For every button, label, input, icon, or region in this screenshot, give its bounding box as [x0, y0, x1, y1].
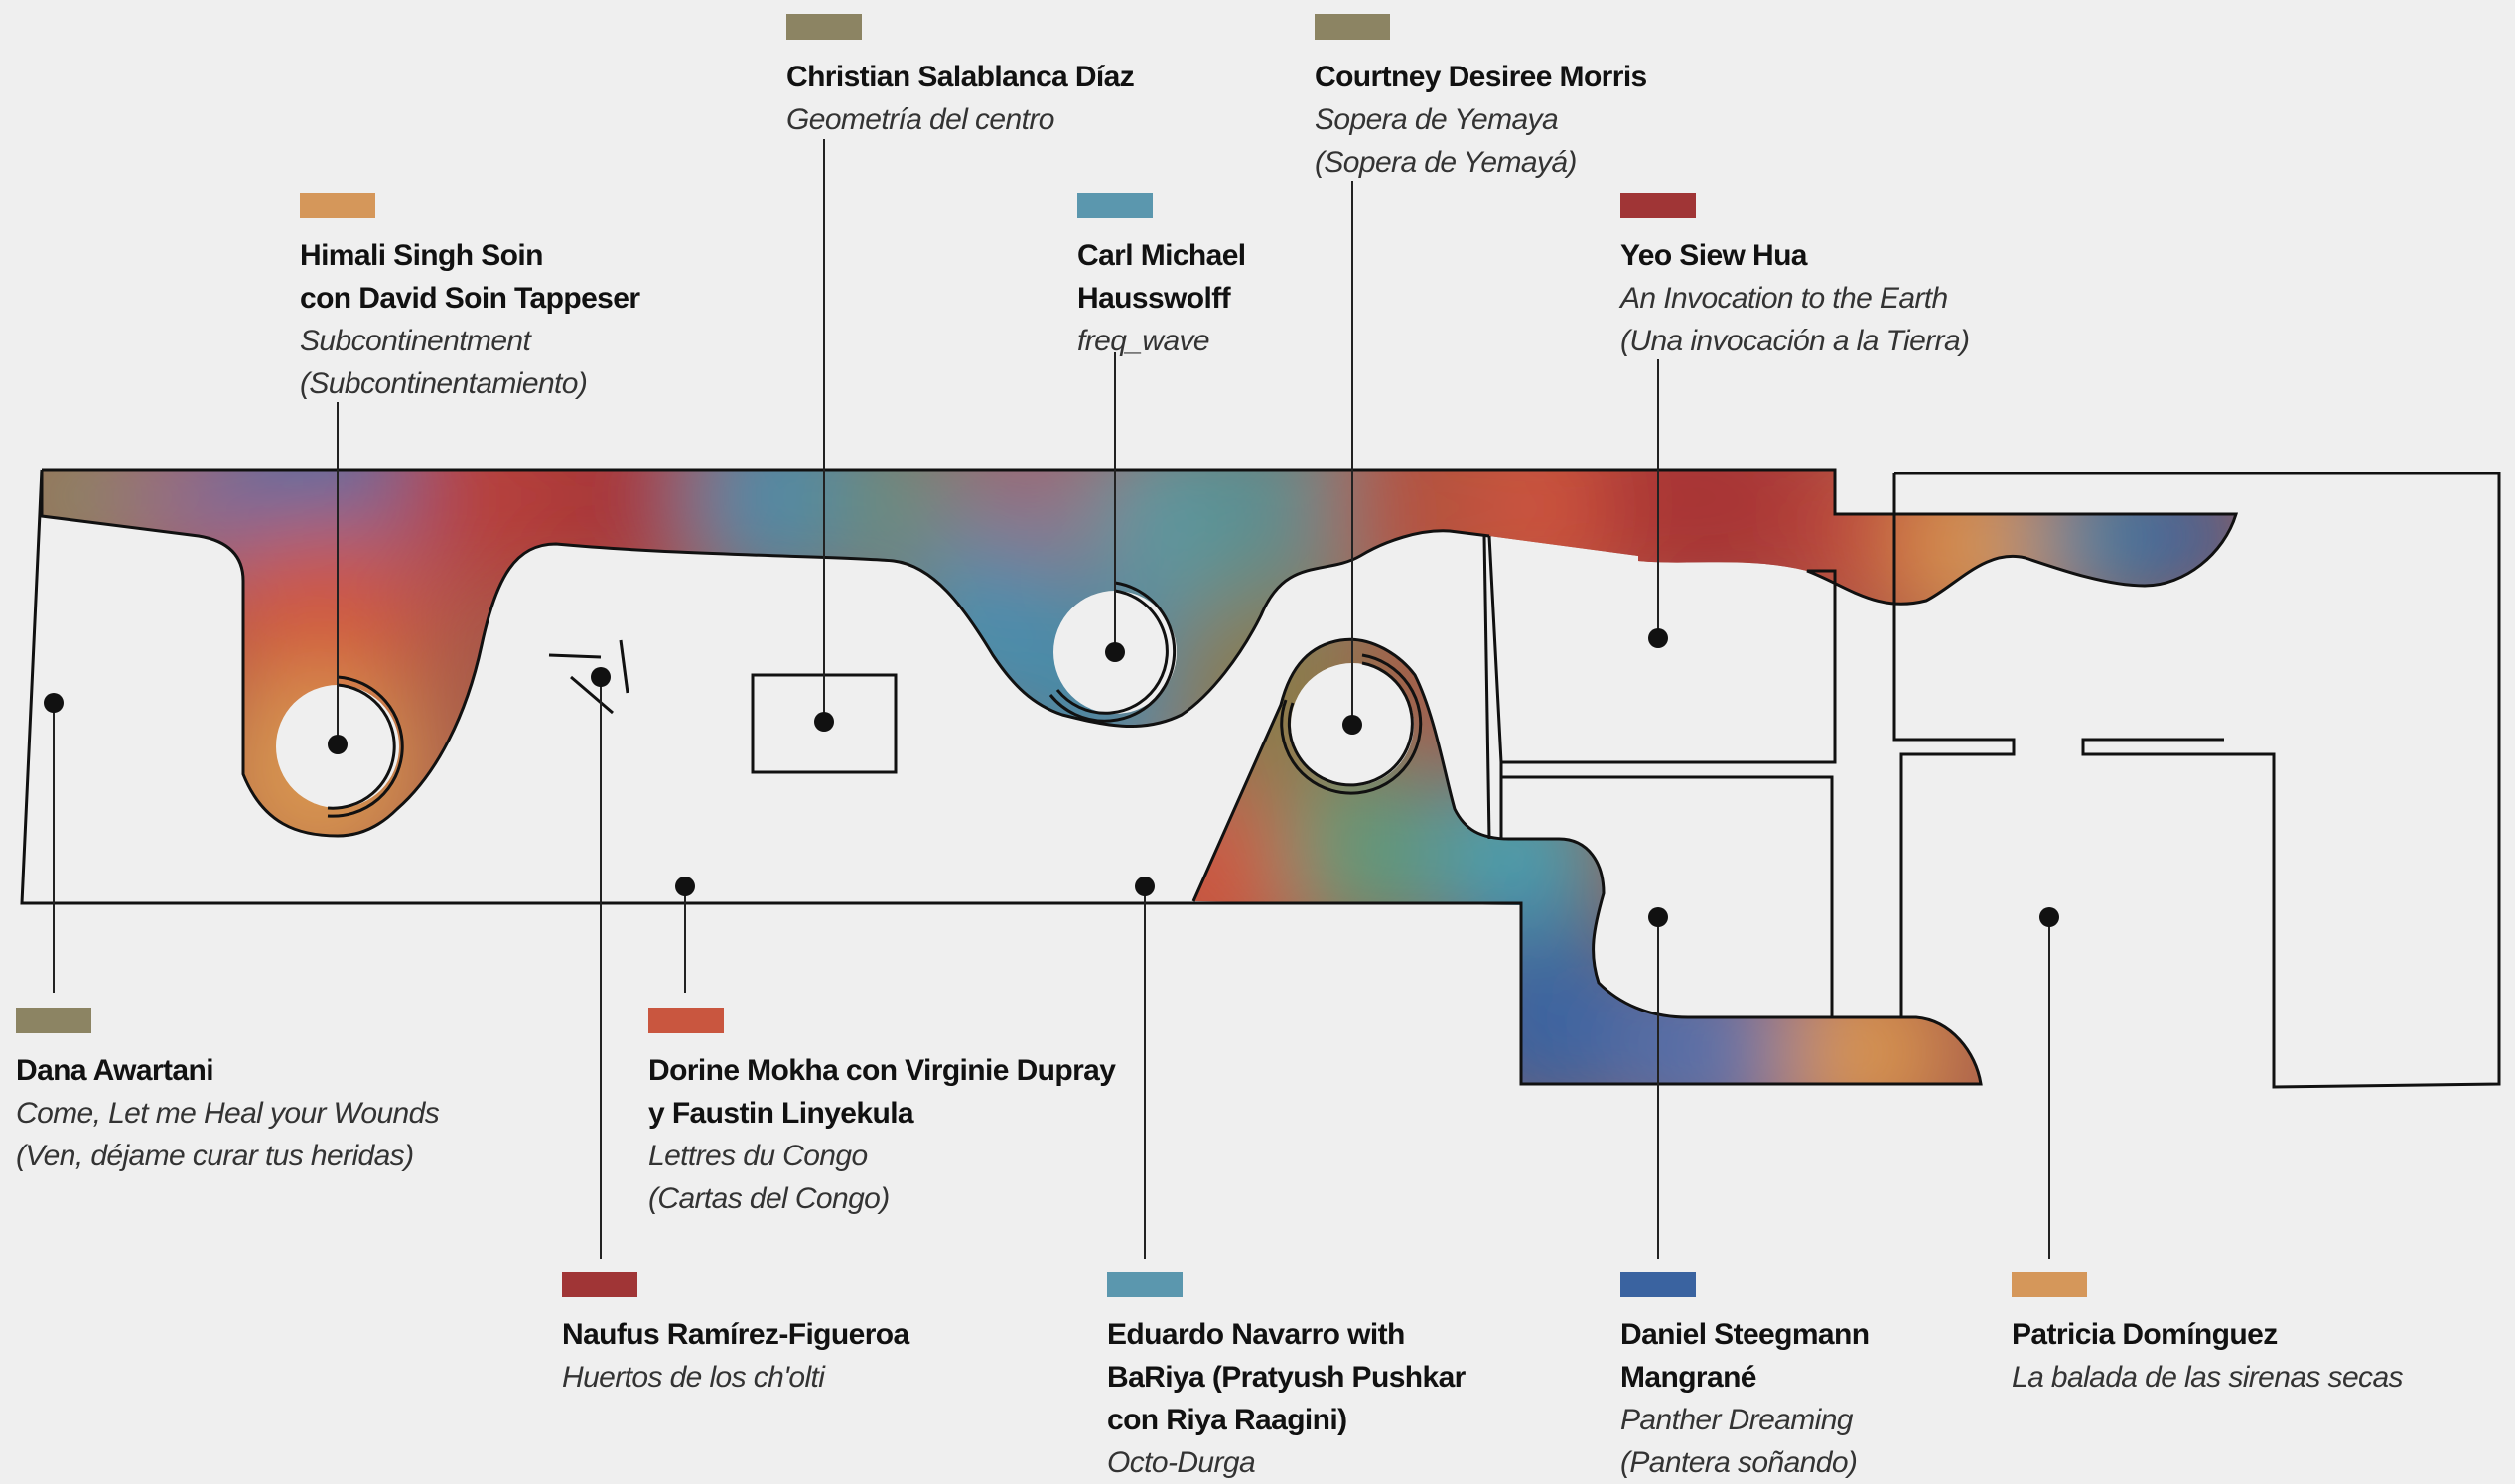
work-title: Subcontinentment (Subcontinentamiento)	[300, 325, 588, 400]
swatch-naufus	[562, 1272, 637, 1297]
artist-name: Christian Salablanca Díaz	[786, 61, 1135, 93]
work-title: Huertos de los ch'olti	[562, 1361, 825, 1394]
dot-dorine	[675, 877, 695, 896]
swatch-himali	[300, 193, 375, 218]
label-himali: Himali Singh Soin con David Soin Tappese…	[300, 193, 640, 405]
dot-dana	[44, 693, 64, 713]
swatch-eduardo	[1107, 1272, 1183, 1297]
artist-name: Courtney Desiree Morris	[1315, 61, 1647, 93]
location-dots	[44, 628, 2059, 927]
swatch-dorine	[648, 1008, 724, 1033]
dot-daniel	[1648, 907, 1668, 927]
swatch-patricia	[2012, 1272, 2087, 1297]
work-title: La balada de las sirenas secas	[2012, 1361, 2404, 1394]
dot-carl	[1105, 642, 1125, 662]
work-title: Octo-Durga	[1107, 1446, 1256, 1479]
artist-name: Dana Awartani	[16, 1054, 214, 1087]
artist-name: Carl Michael Hausswolff	[1077, 239, 1246, 315]
swatch-christian	[786, 14, 862, 40]
label-daniel: Daniel Steegmann Mangrané Panther Dreami…	[1620, 1272, 1870, 1484]
label-courtney: Courtney Desiree Morris Sopera de Yemaya…	[1315, 14, 1647, 184]
label-dorine: Dorine Mokha con Virginie Dupray y Faust…	[648, 1008, 1116, 1220]
dot-courtney	[1342, 715, 1362, 735]
work-title: Come, Let me Heal your Wounds (Ven, déja…	[16, 1097, 440, 1172]
artist-name: Dorine Mokha con Virginie Dupray y Faust…	[648, 1054, 1116, 1130]
swatch-dana	[16, 1008, 91, 1033]
label-naufus: Naufus Ramírez-Figueroa Huertos de los c…	[562, 1272, 909, 1399]
artist-name: Patricia Domínguez	[2012, 1318, 2278, 1351]
label-eduardo: Eduardo Navarro with BaRiya (Pratyush Pu…	[1107, 1272, 1466, 1484]
label-christian: Christian Salablanca Díaz Geometría del …	[786, 14, 1135, 141]
work-title: An Invocation to the Earth (Una invocaci…	[1620, 282, 1970, 357]
dot-himali	[328, 735, 348, 754]
work-title: Sopera de Yemaya (Sopera de Yemayá)	[1315, 103, 1577, 179]
swatch-courtney	[1315, 14, 1390, 40]
dot-eduardo	[1135, 877, 1155, 896]
dot-patricia	[2039, 907, 2059, 927]
label-yeo: Yeo Siew Hua An Invocation to the Earth …	[1620, 193, 1970, 362]
label-carl: Carl Michael Hausswolff freq_wave	[1077, 193, 1246, 362]
dot-christian	[814, 712, 834, 732]
work-title: Geometría del centro	[786, 103, 1054, 136]
leader-lines	[53, 139, 2050, 1259]
artist-name: Eduardo Navarro with BaRiya (Pratyush Pu…	[1107, 1318, 1466, 1436]
label-dana: Dana Awartani Come, Let me Heal your Wou…	[16, 1008, 440, 1177]
artist-name: Himali Singh Soin con David Soin Tappese…	[300, 239, 640, 315]
work-title: Panther Dreaming (Pantera soñando)	[1620, 1404, 1858, 1479]
artist-name: Naufus Ramírez-Figueroa	[562, 1318, 909, 1351]
swatch-carl	[1077, 193, 1153, 218]
label-patricia: Patricia Domínguez La balada de las sire…	[2012, 1272, 2404, 1399]
artist-name: Daniel Steegmann Mangrané	[1620, 1318, 1870, 1394]
dot-yeo	[1648, 628, 1668, 648]
work-title: freq_wave	[1077, 325, 1210, 357]
swatch-yeo	[1620, 193, 1696, 218]
sculpture-marks	[548, 639, 629, 715]
work-title: Lettres du Congo (Cartas del Congo)	[648, 1140, 890, 1215]
dot-naufus	[591, 667, 611, 687]
floor-plan-walls	[20, 468, 2501, 1089]
swatch-daniel	[1620, 1272, 1696, 1297]
artist-name: Yeo Siew Hua	[1620, 239, 1807, 272]
